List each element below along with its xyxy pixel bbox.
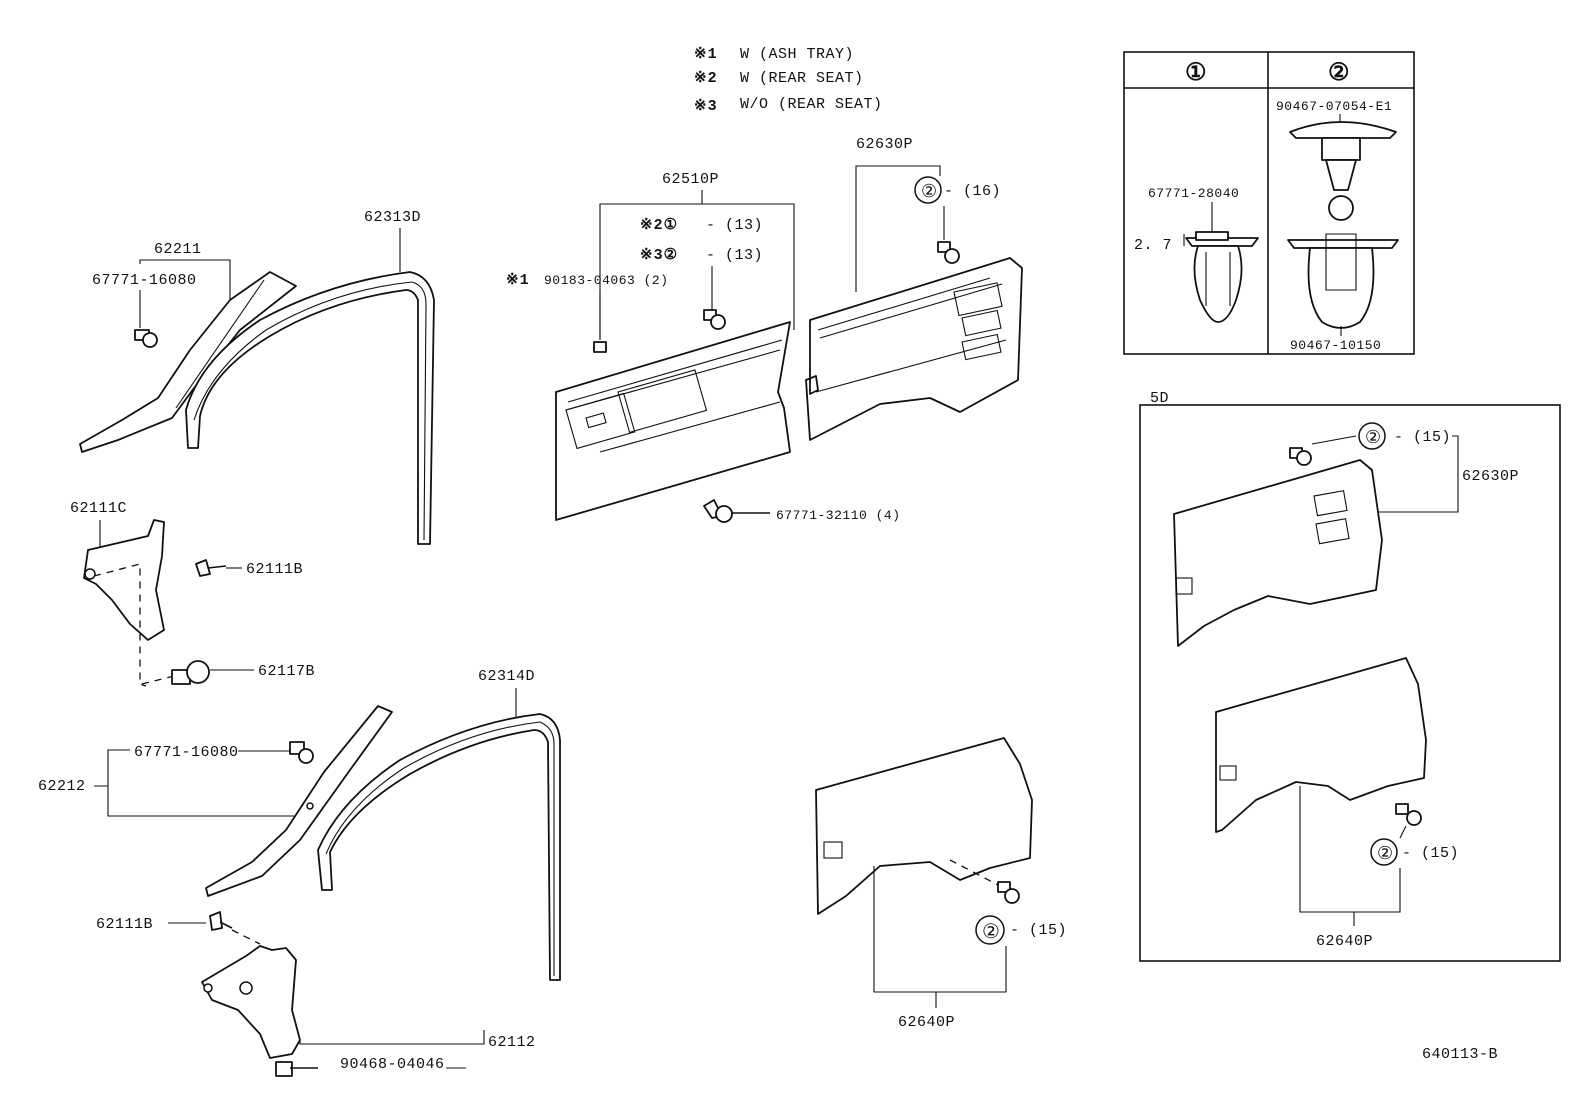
weatherstrip-62314D	[317, 713, 561, 981]
note-3-text: W/O (REAR SEAT)	[740, 96, 883, 113]
clip-type-2-drawing	[1287, 114, 1399, 336]
screw-62111B-top	[195, 559, 227, 577]
clip-icon	[134, 329, 158, 348]
quarter-trim-62640P	[815, 737, 1033, 915]
clip2-circle-15	[975, 915, 1005, 945]
label-67771-16080-top: 67771-16080	[92, 272, 197, 289]
ash-tray-clip	[593, 341, 607, 353]
clip-type-1-drawing	[1183, 202, 1259, 323]
quarter-trim-62640P-assembly: ② - (15) 62640P	[815, 737, 1067, 1031]
label-62117B: 62117B	[258, 663, 315, 680]
clip2-circle-16-glyph: ②	[921, 183, 937, 203]
clip-90468	[275, 1061, 318, 1077]
front-pillar-garnish-62212	[205, 705, 393, 897]
label-5D: 5D	[1150, 390, 1169, 407]
label-62111B-bottom: 62111B	[96, 916, 153, 933]
note-2-mark: ※2	[694, 70, 718, 87]
note-1-text: W (ASH TRAY)	[740, 46, 854, 63]
clip-67771-32110	[703, 499, 770, 523]
clip2-circle-16	[914, 176, 942, 204]
label-62211: 62211	[154, 241, 202, 258]
legend-col2-header: ②	[1328, 61, 1351, 88]
quarter-trim-62640P-5D	[1215, 657, 1427, 833]
label-62314D: 62314D	[478, 668, 535, 685]
clip-icon-panel-top	[703, 309, 726, 330]
note-2-text: W (REAR SEAT)	[740, 70, 864, 87]
note2-qty: - (13)	[706, 217, 763, 234]
legend-part-bottom: 90467-10150	[1290, 338, 1381, 353]
rear-side-trim-62630P	[805, 257, 1023, 441]
clip2-circle-5D-bottom-glyph: ②	[1377, 845, 1393, 865]
weatherstrip-62313D	[185, 271, 435, 545]
notes-block: ※1 W (ASH TRAY) ※2 W (REAR SEAT) ※3 W/O …	[694, 46, 883, 115]
clip-62117B	[171, 660, 210, 685]
rear-side-panels-assembly: 62510P ※2① - (13) ※3② - (13) ※1 90183-04…	[506, 136, 1023, 523]
label-62313D: 62313D	[364, 209, 421, 226]
clip2-qty-16: - (16)	[944, 183, 1001, 200]
label-62212: 62212	[38, 778, 86, 795]
five-door-section: 5D ② - (15) 62630P ② - (15) 62640P	[1139, 390, 1561, 962]
note2-circle-label: ※2①	[640, 217, 678, 234]
front-pillar-upper-assembly: 62211 67771-16080 62313D	[79, 209, 435, 545]
front-pillar-garnish-62211	[79, 271, 297, 453]
note3-qty: - (13)	[706, 247, 763, 264]
label-62510P: 62510P	[662, 171, 719, 188]
legend-part-top: 90467-07054-E1	[1276, 99, 1392, 114]
clip2-circle-5D-top-glyph: ②	[1365, 429, 1381, 449]
cowl-side-trim-assembly: 62111C 62111B 62117B	[70, 500, 315, 687]
clip2-qty-5D-top: - (15)	[1394, 429, 1451, 446]
screw-62111B-bottom	[209, 911, 233, 931]
note-1-mark: ※1	[694, 46, 718, 63]
rear-side-trim-62510P	[555, 321, 791, 521]
clip-icon-5D-bottom	[1395, 803, 1422, 826]
clip-icon-lower	[289, 741, 314, 764]
clip-icon-62640P	[997, 881, 1020, 904]
label-67771-16080-bottom: 67771-16080	[134, 744, 239, 761]
drawing-id: 640113-B	[1422, 1046, 1498, 1063]
clip2-qty-5D-bottom: - (15)	[1402, 845, 1459, 862]
label-90183-04063: 90183-04063 (2)	[544, 273, 669, 288]
label-67771-32110: 67771-32110 (4)	[776, 508, 901, 523]
legend-part-left: 67771-28040	[1148, 186, 1239, 201]
clip-icon-panel-62630P	[937, 241, 960, 264]
note3-circle-label: ※3②	[640, 247, 678, 264]
legend-dimension: 2. 7	[1134, 237, 1172, 254]
clip2-qty-15: - (15)	[1010, 922, 1067, 939]
label-62112: 62112	[488, 1034, 536, 1051]
clip-icon-5D-top	[1289, 447, 1312, 466]
label-90468-04046: 90468-04046	[340, 1056, 445, 1073]
front-pillar-lower-assembly: 62314D 67771-16080 62212 62111B 62112 90…	[38, 668, 561, 1077]
label-62630P: 62630P	[856, 136, 913, 153]
note1-mark: ※1	[506, 272, 530, 289]
note-3-mark: ※3	[694, 98, 718, 115]
rear-side-trim-62630P-5D	[1173, 459, 1383, 647]
clip2-circle-5D-top	[1358, 422, 1386, 450]
label-62630P-5D: 62630P	[1462, 468, 1519, 485]
cowl-side-trim-62111C	[83, 519, 165, 641]
clip2-circle-5D-bottom	[1370, 838, 1398, 866]
label-62111C: 62111C	[70, 500, 127, 517]
clip-legend-table: ① ② 90467-07054-E1 67771-28040 2. 7 9046…	[1123, 51, 1415, 355]
cowl-side-trim-62112	[201, 945, 301, 1059]
label-62111B-top: 62111B	[246, 561, 303, 578]
label-62640P-5D: 62640P	[1316, 933, 1373, 950]
legend-col1-header: ①	[1185, 61, 1208, 88]
clip2-circle-15-glyph: ②	[982, 922, 1000, 945]
label-62640P: 62640P	[898, 1014, 955, 1031]
